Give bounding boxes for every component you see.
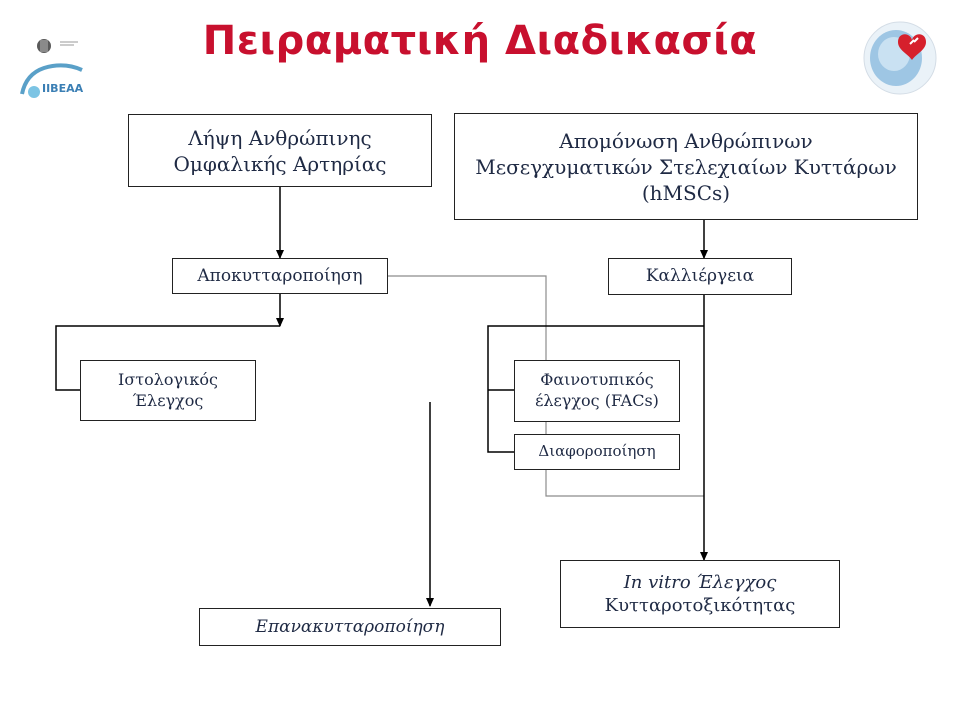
box-decell-line1: Αποκυτταροποίηση (197, 265, 363, 286)
institute-logo: ΙΙΒΕΑΑ (20, 39, 84, 98)
box-recellularization: Επανακυτταροποίηση (199, 608, 501, 646)
building-icon (37, 39, 78, 53)
connector-split-to-histo (55, 325, 280, 391)
heart-fetus-icon (863, 21, 937, 95)
box-isolation-line3: (hMSCs) (641, 180, 731, 205)
box-culture-line1: Καλλιέργεια (645, 266, 755, 287)
box-pheno-line1: Φαινοτυπικός (540, 370, 654, 390)
box-diff-line1: Διαφοροποίηση (538, 442, 656, 461)
box-culture: Καλλιέργεια (608, 258, 792, 295)
box-recell-line1: Επανακυτταροποίηση (255, 616, 445, 637)
box-invitro-cytotoxicity: In vitro Έλεγχος Κυτταροτοξικότητας (560, 560, 840, 628)
box-histo-line1: Ιστολογικός (118, 369, 218, 389)
institute-logo-text: ΙΙΒΕΑΑ (42, 82, 84, 95)
box-isolation-line1: Απομόνωση Ανθρώπινων (559, 128, 813, 153)
box-pheno-line2: έλεγχος (FACs) (535, 391, 659, 410)
box-phenotypic-control: Φαινοτυπικός έλεγχος (FACs) (514, 360, 680, 422)
box-differentiation: Διαφοροποίηση (514, 434, 680, 470)
box-histo-line2: Έλεγχος (132, 390, 204, 410)
box-hmsc-isolation: Απομόνωση Ανθρώπινων Μεσεγχυματικών Στελ… (454, 113, 918, 220)
box-isolation-line2: Μεσεγχυματικών Στελεχιαίων Κυττάρων (475, 154, 897, 179)
connector-culture-to-diff (487, 325, 704, 453)
box-histological-control: Ιστολογικός Έλεγχος (80, 360, 256, 421)
box-umbilical-artery: Λήψη Ανθρώπινης Ομφαλικής Αρτηρίας (128, 114, 432, 187)
box-umbilical-line1: Λήψη Ανθρώπινης (188, 125, 372, 150)
box-decellularization: Αποκυτταροποίηση (172, 258, 388, 294)
page-title: Πειραματική Διαδικασία (202, 18, 758, 64)
box-invitro-line2: Κυτταροτοξικότητας (604, 595, 796, 616)
box-invitro-line1: In vitro Έλεγχος (623, 571, 777, 593)
box-umbilical-line2: Ομφαλικής Αρτηρίας (173, 151, 387, 176)
heart-fetus-logo (863, 21, 937, 95)
